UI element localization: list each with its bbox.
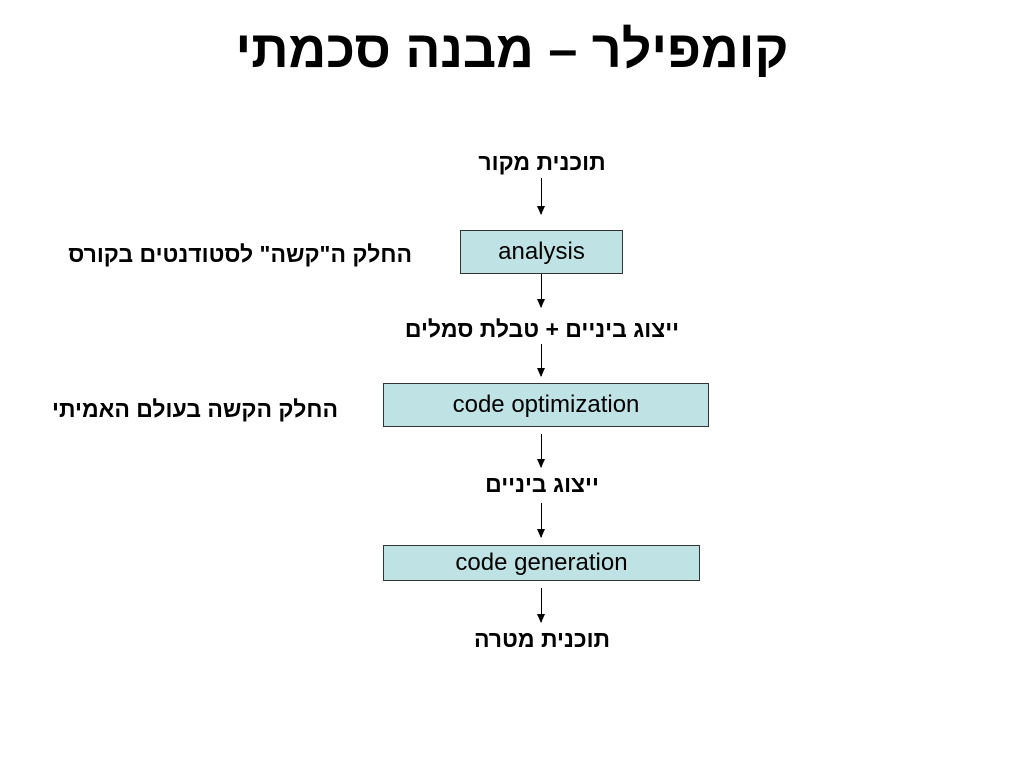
code-optimization-box-label: code optimization xyxy=(452,391,640,418)
arrow-source-to-analysis xyxy=(537,178,545,215)
arrow-generation-to-target xyxy=(537,588,545,623)
arrow-ir-to-optimization xyxy=(537,344,545,377)
analysis-box: analysis xyxy=(460,230,623,274)
slide-title: קומפילר – מבנה סכמתי xyxy=(235,21,789,79)
source-program-label: תוכנית מקור xyxy=(478,149,606,175)
analysis-side-note: החלק ה"קשה" לסטודנטים בקורס xyxy=(68,241,412,267)
code-generation-box: code generation xyxy=(383,545,700,581)
code-generation-box-label: code generation xyxy=(455,549,628,576)
arrow-analysis-to-ir xyxy=(537,274,545,308)
optimization-side-note: החלק הקשה בעולם האמיתי xyxy=(52,396,338,422)
analysis-box-label: analysis xyxy=(498,238,585,265)
target-program-label: תוכנית מטרה xyxy=(473,626,611,652)
arrow-optimization-to-ir xyxy=(537,434,545,468)
arrow-ir-to-generation xyxy=(537,503,545,538)
intermediate-label: ייצוג ביניים xyxy=(485,471,599,497)
intermediate-symbols-label: ייצוג ביניים + טבלת סמלים xyxy=(404,316,680,342)
code-optimization-box: code optimization xyxy=(383,383,709,427)
